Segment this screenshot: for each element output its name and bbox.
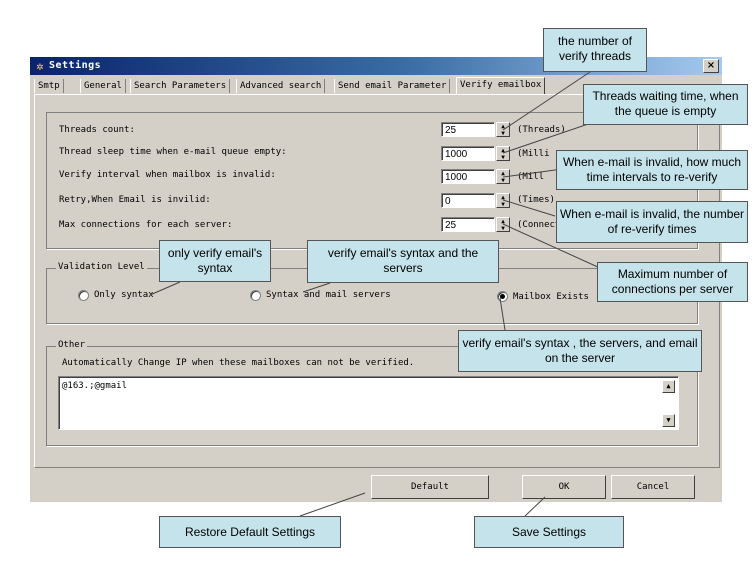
callout-restore-default: Restore Default Settings bbox=[159, 516, 341, 548]
verify-interval-unit: (Mill bbox=[517, 172, 545, 182]
cancel-button[interactable]: Cancel bbox=[611, 475, 695, 499]
threads-count-input[interactable]: 25 bbox=[441, 122, 495, 137]
mailboxes-textarea[interactable] bbox=[58, 376, 679, 430]
sleep-time-spinner[interactable]: ▲▼ bbox=[496, 146, 510, 161]
tab-smtp[interactable]: Smtp bbox=[34, 79, 64, 93]
callout-syntax-servers: verify email's syntax and the servers bbox=[307, 240, 499, 283]
only-syntax-label[interactable]: Only syntax bbox=[94, 290, 154, 300]
tab-general[interactable]: General bbox=[80, 79, 126, 93]
tab-send-email-parameter[interactable]: Send email Parameter bbox=[334, 79, 451, 93]
mailbox-exists-label[interactable]: Mailbox Exists bbox=[513, 292, 589, 302]
tab-search-parameters[interactable]: Search Parameters bbox=[130, 79, 231, 93]
callout-sleep-time: Threads waiting time, when the queue is … bbox=[583, 84, 748, 125]
only-syntax-radio[interactable] bbox=[78, 290, 89, 301]
syntax-servers-label[interactable]: Syntax and mail servers bbox=[266, 290, 391, 300]
verify-interval-input[interactable]: 1000 bbox=[441, 169, 495, 184]
other-legend: Other bbox=[56, 340, 88, 350]
scroll-down-button[interactable]: ▼ bbox=[662, 414, 675, 427]
syntax-servers-radio[interactable] bbox=[250, 290, 261, 301]
max-connections-unit: (Connect bbox=[517, 220, 561, 230]
callout-mailbox-exists: verify email's syntax , the servers, and… bbox=[458, 330, 702, 372]
max-connections-input[interactable]: 25 bbox=[441, 217, 495, 232]
threads-count-label: Threads count: bbox=[59, 125, 135, 135]
close-button[interactable]: × bbox=[703, 59, 719, 73]
tab-advanced-search[interactable]: Advanced search bbox=[236, 79, 326, 93]
callout-save-settings: Save Settings bbox=[474, 516, 624, 548]
validation-level-legend: Validation Level bbox=[56, 262, 147, 272]
callout-retry: When e-mail is invalid, the number of re… bbox=[556, 201, 748, 243]
callout-only-syntax: only verify email's syntax bbox=[159, 240, 271, 282]
callout-max-connections: Maximum number of connections per server bbox=[597, 262, 748, 302]
retry-label: Retry,When Email is invilid: bbox=[59, 195, 211, 205]
threads-count-unit: (Threads) bbox=[517, 125, 566, 135]
window-title: Settings bbox=[49, 60, 102, 71]
scroll-up-button[interactable]: ▲ bbox=[662, 380, 675, 393]
ok-button[interactable]: OK bbox=[522, 475, 606, 499]
mailboxes-value: @163.;@gmail bbox=[62, 381, 128, 391]
mailbox-exists-radio[interactable] bbox=[497, 291, 508, 302]
callout-verify-interval: When e-mail is invalid, how much time in… bbox=[556, 150, 748, 190]
sleep-time-input[interactable]: 1000 bbox=[441, 146, 495, 161]
other-description: Automatically Change IP when these mailb… bbox=[62, 358, 415, 368]
max-connections-label: Max connections for each server: bbox=[59, 220, 233, 230]
default-button[interactable]: Default bbox=[371, 475, 489, 499]
settings-icon: ✲ bbox=[36, 59, 44, 73]
other-group bbox=[46, 346, 698, 446]
callout-threads-count: the number of verify threads bbox=[543, 28, 647, 72]
verify-interval-label: Verify interval when mailbox is invalid: bbox=[59, 170, 276, 180]
retry-unit: (Times) bbox=[517, 195, 555, 205]
retry-input[interactable]: 0 bbox=[441, 193, 495, 208]
sleep-time-label: Thread sleep time when e-mail queue empt… bbox=[59, 147, 287, 157]
sleep-time-unit: (Milli bbox=[517, 149, 550, 159]
